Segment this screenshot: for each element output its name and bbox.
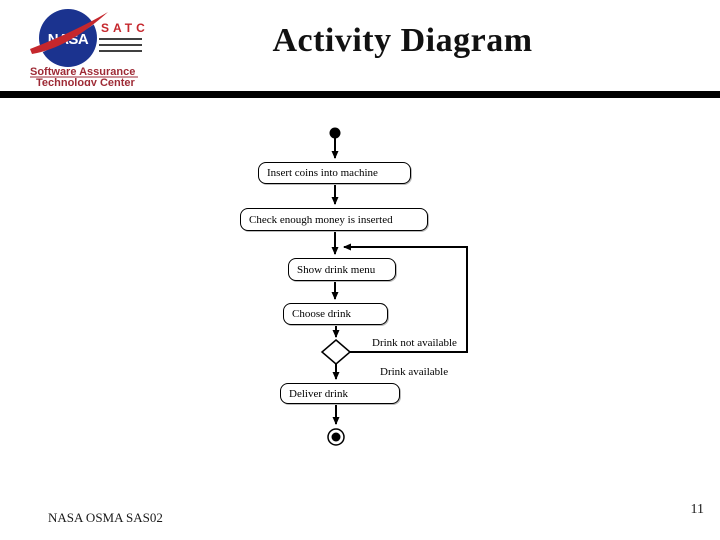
satc-logo: NASA SATC Software Assurance Technology … [30, 9, 146, 86]
decision-diamond-node [320, 339, 352, 365]
activity-node-choose-drink: Choose drink [283, 303, 388, 325]
org-name-line1: Software Assurance [30, 66, 135, 78]
header-divider-bar [0, 91, 720, 98]
edge-decision-loop-to-show [343, 243, 468, 353]
activity-label: Show drink menu [297, 263, 376, 276]
edge-label-drink-not-available: Drink not available [372, 337, 457, 349]
org-name-line2: Technology Center [36, 77, 136, 86]
nasa-swoosh-icon [30, 12, 108, 54]
activity-node-check-money: Check enough money is inserted [240, 208, 428, 231]
activity-label: Choose drink [292, 308, 351, 320]
activity-node-insert-coins: Insert coins into machine [258, 162, 411, 184]
page-title: Activity Diagram [272, 22, 533, 59]
final-state-outer-ring [327, 428, 345, 446]
edge-label-drink-available: Drink available [380, 366, 449, 378]
page-number: 11 [690, 502, 704, 517]
satc-logo-text: SATC [101, 21, 146, 35]
activity-node-deliver-drink: Deliver drink [280, 383, 400, 404]
activity-label: Insert coins into machine [267, 167, 378, 179]
final-state-inner-dot [331, 432, 341, 442]
initial-state-node [329, 127, 341, 139]
activity-node-show-menu: Show drink menu [288, 258, 396, 281]
activity-label: Deliver drink [289, 387, 348, 400]
footer-text: NASA OSMA SAS02 [48, 510, 163, 525]
activity-label: Check enough money is inserted [249, 213, 393, 226]
